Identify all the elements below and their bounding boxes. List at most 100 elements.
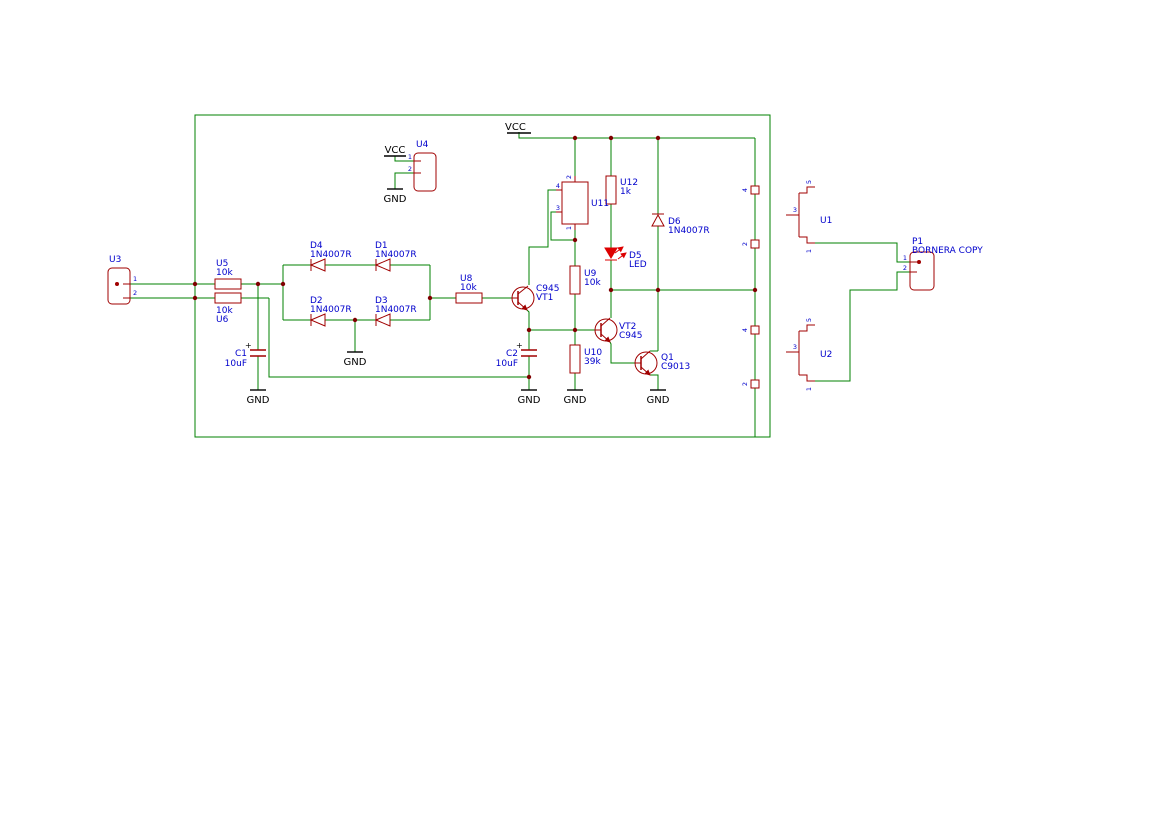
wire-vcc-rail[interactable] [518, 132, 755, 139]
wire-u4-nets[interactable] [394, 156, 414, 189]
connector-body[interactable] [909, 251, 935, 291]
component-u5[interactable]: U5 10k [214, 259, 242, 290]
ref-label: U8 [460, 274, 473, 284]
resistor-body[interactable] [569, 265, 581, 295]
resistor-body[interactable] [214, 278, 242, 290]
pin-number: 4 [741, 188, 749, 192]
junction-dot [752, 287, 758, 293]
emitter-lead [600, 333, 611, 343]
wire-u11-nets[interactable] [528, 189, 576, 285]
diode-triangle[interactable] [374, 258, 391, 272]
diode-triangle[interactable] [374, 313, 391, 327]
wire-relay1-to-p1[interactable] [815, 242, 910, 263]
coil-terminal[interactable] [750, 185, 760, 195]
component-u3[interactable]: U3 1 2 [107, 255, 137, 305]
wire-q1-emitter[interactable] [650, 374, 659, 390]
pin-number: 2 [903, 264, 907, 272]
polarity-mark: + [245, 341, 252, 350]
pin-number: 2 [133, 289, 137, 297]
component-d4[interactable]: D4 1N4007R [309, 241, 352, 272]
ref-label: U10 [584, 348, 602, 358]
resistor-body[interactable] [455, 292, 483, 304]
wire-input-rows[interactable] [130, 283, 283, 299]
component-q1[interactable]: Q1 C9013 [634, 350, 690, 376]
led-triangle[interactable] [604, 247, 618, 259]
ref-label: D6 [668, 217, 681, 227]
resistor-body[interactable] [214, 292, 242, 304]
pin-number: 1 [133, 275, 137, 283]
gnd-symbol-u10[interactable]: GND [564, 389, 587, 406]
gnd-symbol-c2[interactable]: GND [518, 389, 541, 406]
component-vt2[interactable]: VT2 C945 [594, 317, 642, 343]
value-label: 10k [460, 283, 477, 293]
component-d5[interactable]: D5 LED [604, 246, 647, 270]
wire-vcc-drops[interactable] [574, 138, 756, 214]
component-u2[interactable]: U2 5 3 1 4 2 [741, 318, 832, 391]
component-d6[interactable]: D6 1N4007R [651, 213, 710, 236]
junction-dot [526, 374, 532, 380]
vcc-symbol-u4[interactable]: VCC [384, 145, 406, 157]
connector-pin-stubs [910, 261, 917, 273]
pin-stubs [556, 176, 576, 230]
gnd-symbol-c1[interactable]: GND [247, 389, 270, 406]
junction-dot [192, 295, 198, 301]
component-c1[interactable]: + C1 10uF [225, 341, 266, 369]
ref-label: U4 [416, 140, 429, 150]
contact-no[interactable] [799, 186, 815, 194]
pin-number: 5 [805, 318, 813, 322]
resistor-body[interactable] [605, 175, 617, 205]
component-u12[interactable]: U12 1k [605, 175, 638, 205]
wire-relay2-to-p1[interactable] [815, 271, 910, 382]
component-u11[interactable]: U11 4 3 2 1 [556, 175, 609, 230]
gnd-symbol-u4[interactable]: GND [384, 188, 407, 205]
junction-dot [192, 281, 198, 287]
component-d2[interactable]: D2 1N4007R [309, 296, 352, 327]
wire-bottom-return[interactable] [268, 298, 529, 378]
component-u9[interactable]: U9 10k [569, 265, 601, 295]
component-p1[interactable]: P1 BORNERA COPY 1 2 [903, 237, 983, 291]
component-u1[interactable]: U1 5 3 1 4 2 [741, 180, 832, 253]
connector-body[interactable] [107, 267, 131, 305]
value-label: C945 [619, 331, 642, 341]
gnd-symbol-bridge[interactable]: GND [344, 351, 367, 368]
diode-triangle[interactable] [309, 258, 326, 272]
wire-bridge[interactable] [282, 264, 431, 352]
component-u6[interactable]: 10k U6 [214, 292, 242, 325]
component-c2[interactable]: + C2 10uF [496, 341, 537, 369]
pin1-marker [917, 260, 921, 264]
resistor-body[interactable] [569, 344, 581, 374]
cap-plates[interactable] [521, 349, 537, 357]
value-label: 10uF [225, 359, 247, 369]
component-u8[interactable]: U8 10k [455, 274, 483, 304]
gnd-label: GND [647, 395, 670, 406]
diode-triangle[interactable] [309, 313, 326, 327]
pin-number: 1 [408, 153, 412, 161]
component-d1[interactable]: D1 1N4007R [374, 241, 417, 272]
ref-label: U6 [216, 315, 229, 325]
connector-body[interactable] [413, 152, 437, 192]
vcc-symbol-top[interactable]: VCC [505, 122, 531, 134]
component-u4[interactable]: U4 1 2 [408, 140, 437, 192]
contact-no[interactable] [799, 324, 815, 332]
junction-dot [655, 287, 661, 293]
contact-nc[interactable] [799, 374, 815, 382]
ref-label: D1 [375, 241, 388, 251]
component-u10[interactable]: U10 39k [569, 344, 602, 374]
coil-terminal[interactable] [750, 379, 760, 389]
component-d3[interactable]: D3 1N4007R [374, 296, 417, 327]
component-vt1[interactable]: C945 VT1 [511, 284, 559, 311]
coil-terminal[interactable] [750, 239, 760, 249]
junction-dot [655, 135, 661, 141]
led-emission-arrow [614, 246, 624, 254]
gnd-symbol-q1[interactable]: GND [647, 389, 670, 406]
contact-nc[interactable] [799, 236, 815, 244]
wire-vt1-emitter-node[interactable] [526, 309, 575, 331]
wire-vt2-to-q1[interactable] [609, 341, 635, 364]
diode-triangle[interactable] [651, 213, 665, 227]
part-body[interactable] [561, 181, 589, 225]
coil-terminal[interactable] [750, 325, 760, 335]
cap-plates[interactable] [250, 349, 266, 357]
junction-dot [280, 281, 286, 287]
gnd-label: GND [384, 194, 407, 205]
